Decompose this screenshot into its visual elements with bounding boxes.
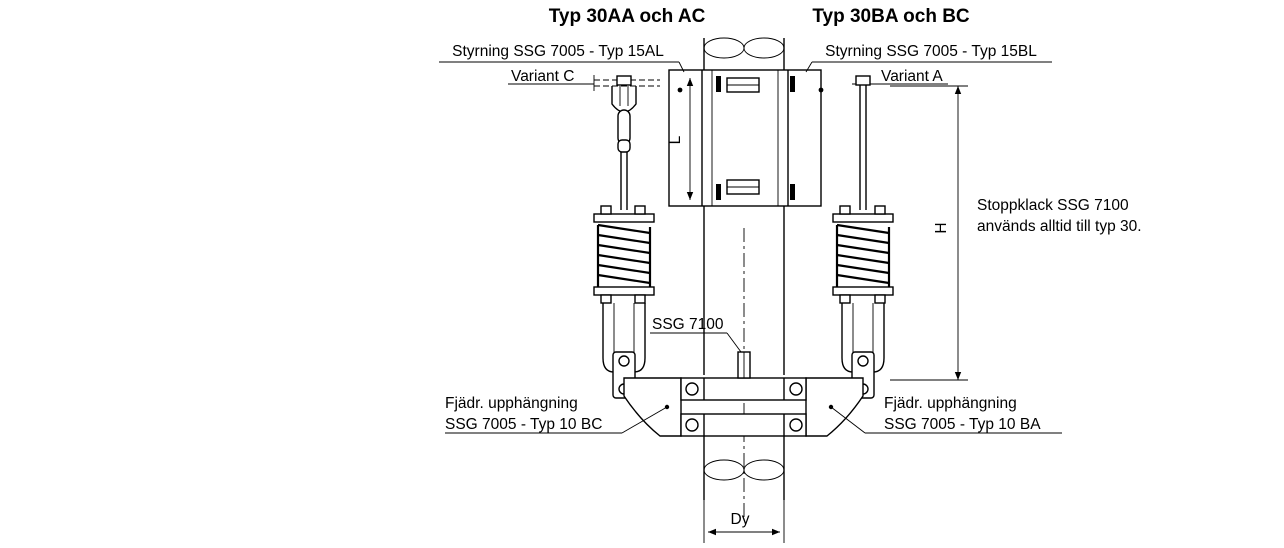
label-hanger-right-line2: SSG 7005 - Typ 10 BA: [884, 416, 1041, 433]
dimension-dy: Dy: [703, 500, 785, 543]
label-hanger-left-line2: SSG 7005 - Typ 10 BC: [445, 416, 602, 433]
stop-lug: [737, 351, 751, 379]
label-hanger-right-line1: Fjädr. upphängning: [884, 395, 1017, 412]
label-stop-note-line2: används alltid till typ 30.: [977, 218, 1142, 235]
left-spring-hanger: [593, 75, 660, 399]
dimension-l-label: L: [667, 135, 684, 144]
title-left: Typ 30AA och AC: [549, 6, 706, 27]
dimension-h-label: H: [933, 222, 950, 233]
pipe-clamp-yoke: [623, 377, 864, 437]
label-guide-left: Styrning SSG 7005 - Typ 15AL: [452, 43, 664, 60]
title-right: Typ 30BA och BC: [812, 6, 970, 27]
dimension-l: L: [667, 78, 694, 200]
leader-lines: [439, 61, 1062, 434]
label-hanger-left-line1: Fjädr. upphängning: [445, 395, 578, 412]
dimension-h: H: [890, 85, 968, 381]
dimension-dy-label: Dy: [731, 511, 750, 528]
right-spring-hanger: [832, 75, 894, 399]
label-variant-c: Variant C: [511, 68, 574, 85]
label-variant-a: Variant A: [881, 68, 943, 85]
guide-housing: [668, 69, 824, 207]
label-stop-note-line1: Stoppklack SSG 7100: [977, 197, 1129, 214]
label-guide-right: Styrning SSG 7005 - Typ 15BL: [825, 43, 1037, 60]
label-ssg7100: SSG 7100: [652, 316, 724, 333]
